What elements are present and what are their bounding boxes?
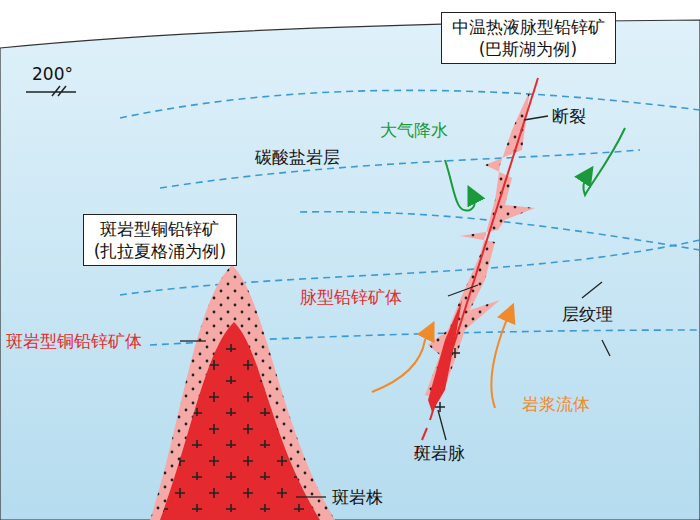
ore-label: 斑岩型铜铅锌矿体 xyxy=(6,331,142,351)
lamina-label: 层纹理 xyxy=(562,304,613,324)
stock-label: 斑岩株 xyxy=(332,487,383,507)
fluid-label: 岩浆流体 xyxy=(522,394,590,414)
fault-label: 断裂 xyxy=(552,106,586,126)
dike-label: 斑岩脉 xyxy=(414,443,465,463)
box-subtitle: (巴斯湖为例) xyxy=(452,38,605,60)
water-label: 大气降水 xyxy=(380,120,448,140)
deposit-box: 中温热液脉型铅锌矿(巴斯湖为例) xyxy=(441,12,616,64)
box-title: 斑岩型铜铅锌矿 xyxy=(94,218,226,240)
box-title: 中温热液脉型铅锌矿 xyxy=(452,16,605,38)
strata-label: 碳酸盐岩层 xyxy=(255,147,340,167)
deposit-box: 斑岩型铜铅锌矿(扎拉夏格涌为例) xyxy=(83,214,237,266)
ore-label: 脉型铅锌矿体 xyxy=(300,287,402,307)
box-subtitle: (扎拉夏格涌为例) xyxy=(94,240,226,262)
strike-angle: 200° xyxy=(32,64,73,84)
